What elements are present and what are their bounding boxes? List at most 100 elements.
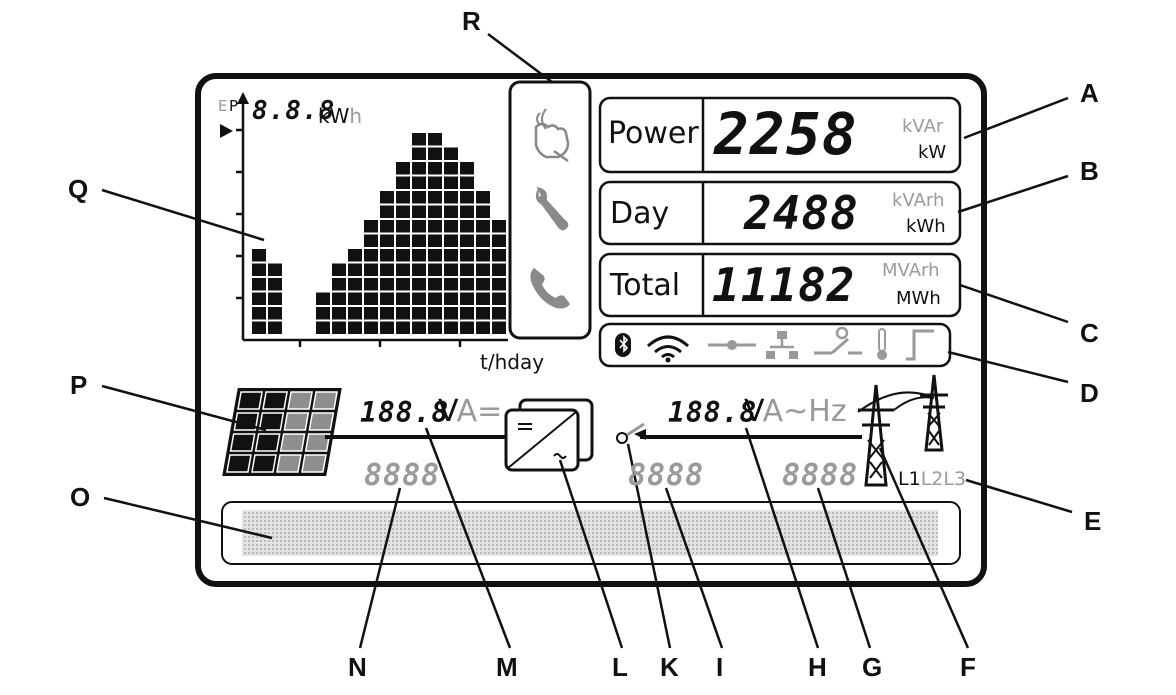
leader-c xyxy=(959,283,1069,324)
chart-bar-block xyxy=(252,292,266,305)
solar-cell xyxy=(262,391,288,410)
wrench-icon xyxy=(535,186,569,231)
chart-bar-block xyxy=(396,263,410,276)
callout-b: B xyxy=(1080,156,1099,186)
chart-bar-block xyxy=(380,292,394,305)
solar-cell xyxy=(229,433,256,452)
ac-unit-rest: A~Hz xyxy=(762,394,847,429)
chart-bar-block xyxy=(396,205,410,218)
bluetooth-icon xyxy=(615,333,631,357)
chart-bar-block xyxy=(316,307,330,320)
callout-a: A xyxy=(1080,78,1099,108)
callout-d: D xyxy=(1080,378,1099,408)
chart-bar-block xyxy=(428,263,442,276)
chart-bar-block xyxy=(444,249,458,262)
signal-step-icon xyxy=(906,329,934,361)
chart-bar-block xyxy=(396,191,410,204)
solar-cell xyxy=(308,412,335,431)
chart-bar-block xyxy=(364,249,378,262)
chart-bar-block xyxy=(396,292,410,305)
solar-cell xyxy=(258,412,285,431)
chart-bar-block xyxy=(332,263,346,276)
solar-cell xyxy=(301,454,327,473)
chart-bar-block xyxy=(428,191,442,204)
chart-bar-block xyxy=(348,278,362,291)
chart-bar-block xyxy=(476,220,490,233)
total-unit-mvarh: MVArh xyxy=(882,260,940,281)
chart-unit-suffix: h xyxy=(349,104,363,128)
chart-bar-block xyxy=(412,278,426,291)
chart-bar-block xyxy=(412,307,426,320)
chart-bar-block xyxy=(476,263,490,276)
chart-bar-block xyxy=(428,321,442,334)
chart-bar-block xyxy=(396,321,410,334)
callout-r: R xyxy=(462,6,481,36)
chart-bar-block xyxy=(412,205,426,218)
chart-bar-block xyxy=(444,278,458,291)
leader-p xyxy=(101,384,267,432)
chart-bar-block xyxy=(492,234,506,247)
chart-bar-block xyxy=(396,176,410,189)
chart-bar-block xyxy=(476,307,490,320)
chart-bar-block xyxy=(460,249,474,262)
day-unit-kwh: kWh xyxy=(906,216,946,237)
chart-bar-block xyxy=(444,147,458,160)
chart-bars xyxy=(252,133,506,334)
chart-bar-block xyxy=(492,278,506,291)
leader-g xyxy=(816,487,872,649)
callout-q: Q xyxy=(68,174,89,204)
chart-bar-block xyxy=(428,220,442,233)
chart-bar-block xyxy=(348,307,362,320)
solar-panel-icon xyxy=(222,388,342,476)
thermometer-icon xyxy=(877,328,887,360)
chart-bar-block xyxy=(460,191,474,204)
chart-bar-block xyxy=(348,249,362,262)
chart-bar-block xyxy=(460,234,474,247)
chart-bar-block xyxy=(412,162,426,175)
chart-bar-block xyxy=(396,162,410,175)
center-lower-readout: 8888 xyxy=(628,458,705,493)
chart-y-axis-arrow xyxy=(237,92,249,104)
total-value: 11182 xyxy=(712,258,856,312)
chart-bar-block xyxy=(364,321,378,334)
leader-n xyxy=(358,487,402,649)
chart-bar-block xyxy=(444,205,458,218)
hand-knock-icon xyxy=(534,108,570,163)
leader-d xyxy=(947,350,1069,384)
day-label: Day xyxy=(610,196,670,231)
chart-marker-arrow xyxy=(220,124,233,138)
chart-bar-block xyxy=(380,191,394,204)
solar-cell xyxy=(226,454,252,473)
chart-bar-block xyxy=(428,292,442,305)
chart-bar-block xyxy=(412,191,426,204)
chart-bar-block xyxy=(380,278,394,291)
inverter-icon xyxy=(504,398,594,472)
leader-l xyxy=(558,459,624,649)
solar-cell xyxy=(276,454,302,473)
chart-bar-block xyxy=(364,292,378,305)
chart-bar-block xyxy=(268,292,282,305)
chart-x-ticks xyxy=(298,340,462,347)
chart-bar-block xyxy=(476,292,490,305)
chart-bar-block xyxy=(460,205,474,218)
chart-bar-block xyxy=(380,205,394,218)
chart-bar-block xyxy=(252,263,266,276)
chart-bar-block xyxy=(428,234,442,247)
leader-b xyxy=(957,174,1069,214)
connector-icon xyxy=(708,340,756,350)
callout-o: O xyxy=(70,482,91,512)
day-value: 2488 xyxy=(744,186,859,240)
chart-bar-block xyxy=(348,292,362,305)
chart-bar-block xyxy=(268,263,282,276)
chart-bar-block xyxy=(444,162,458,175)
chart-bar-block xyxy=(492,263,506,276)
chart-bar-block xyxy=(444,321,458,334)
chart-bar-block xyxy=(380,234,394,247)
leader-f xyxy=(878,447,970,649)
phase-indicator: L1L2L3 xyxy=(898,468,966,490)
chart-bar-block xyxy=(412,176,426,189)
chart-bar-block xyxy=(412,292,426,305)
leader-k xyxy=(626,443,672,649)
callout-h: H xyxy=(808,652,827,682)
comm-icon-bar xyxy=(598,322,952,368)
